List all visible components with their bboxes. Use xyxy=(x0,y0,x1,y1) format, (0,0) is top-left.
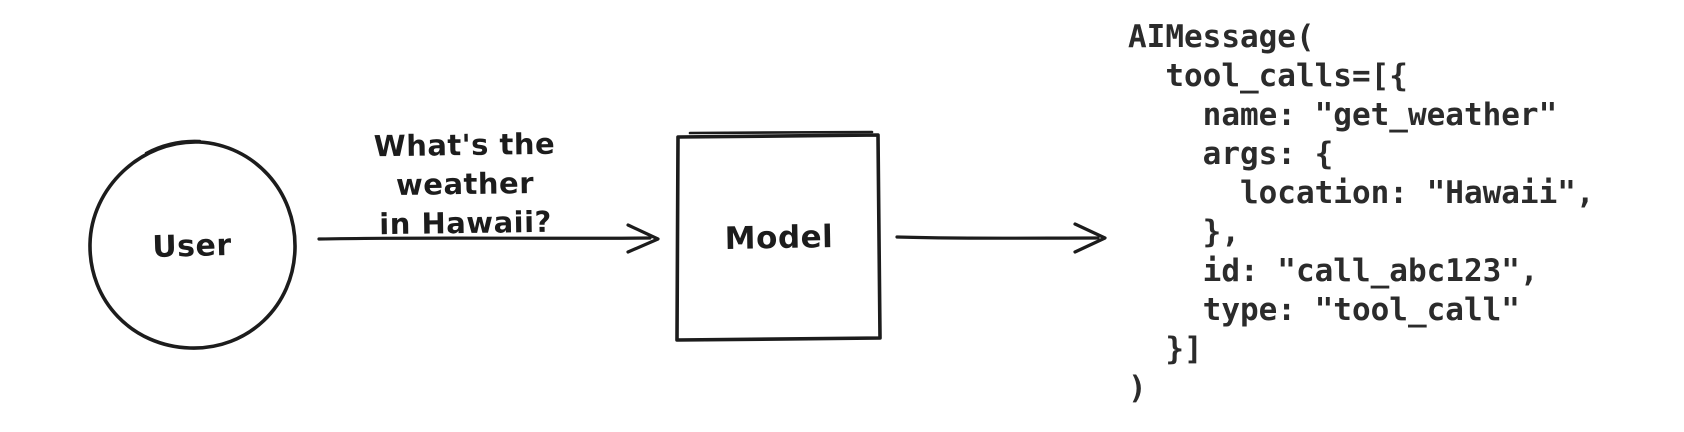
arrow-model-to-output-line xyxy=(895,235,1100,240)
user-circle-sketch-overlap xyxy=(144,139,202,155)
user-node-label: User xyxy=(151,227,233,266)
user-message-label: What's the weather in Hawaii? xyxy=(304,124,626,245)
user-message-line-2: in Hawaii? xyxy=(379,204,553,242)
model-box-sketch-overlap xyxy=(688,130,874,135)
arrow-user-to-model-line xyxy=(317,236,652,241)
user-circle-shape xyxy=(88,140,297,350)
model-node-label: Model xyxy=(724,219,834,257)
user-message-line-1: What's the weather xyxy=(373,126,556,202)
ai-message-code-block: AIMessage( tool_calls=[{ name: "get_weat… xyxy=(1128,19,1595,406)
model-box-shape xyxy=(675,133,882,342)
arrow-model-to-output-head xyxy=(1073,222,1107,254)
arrow-user-to-model-head xyxy=(626,223,660,254)
